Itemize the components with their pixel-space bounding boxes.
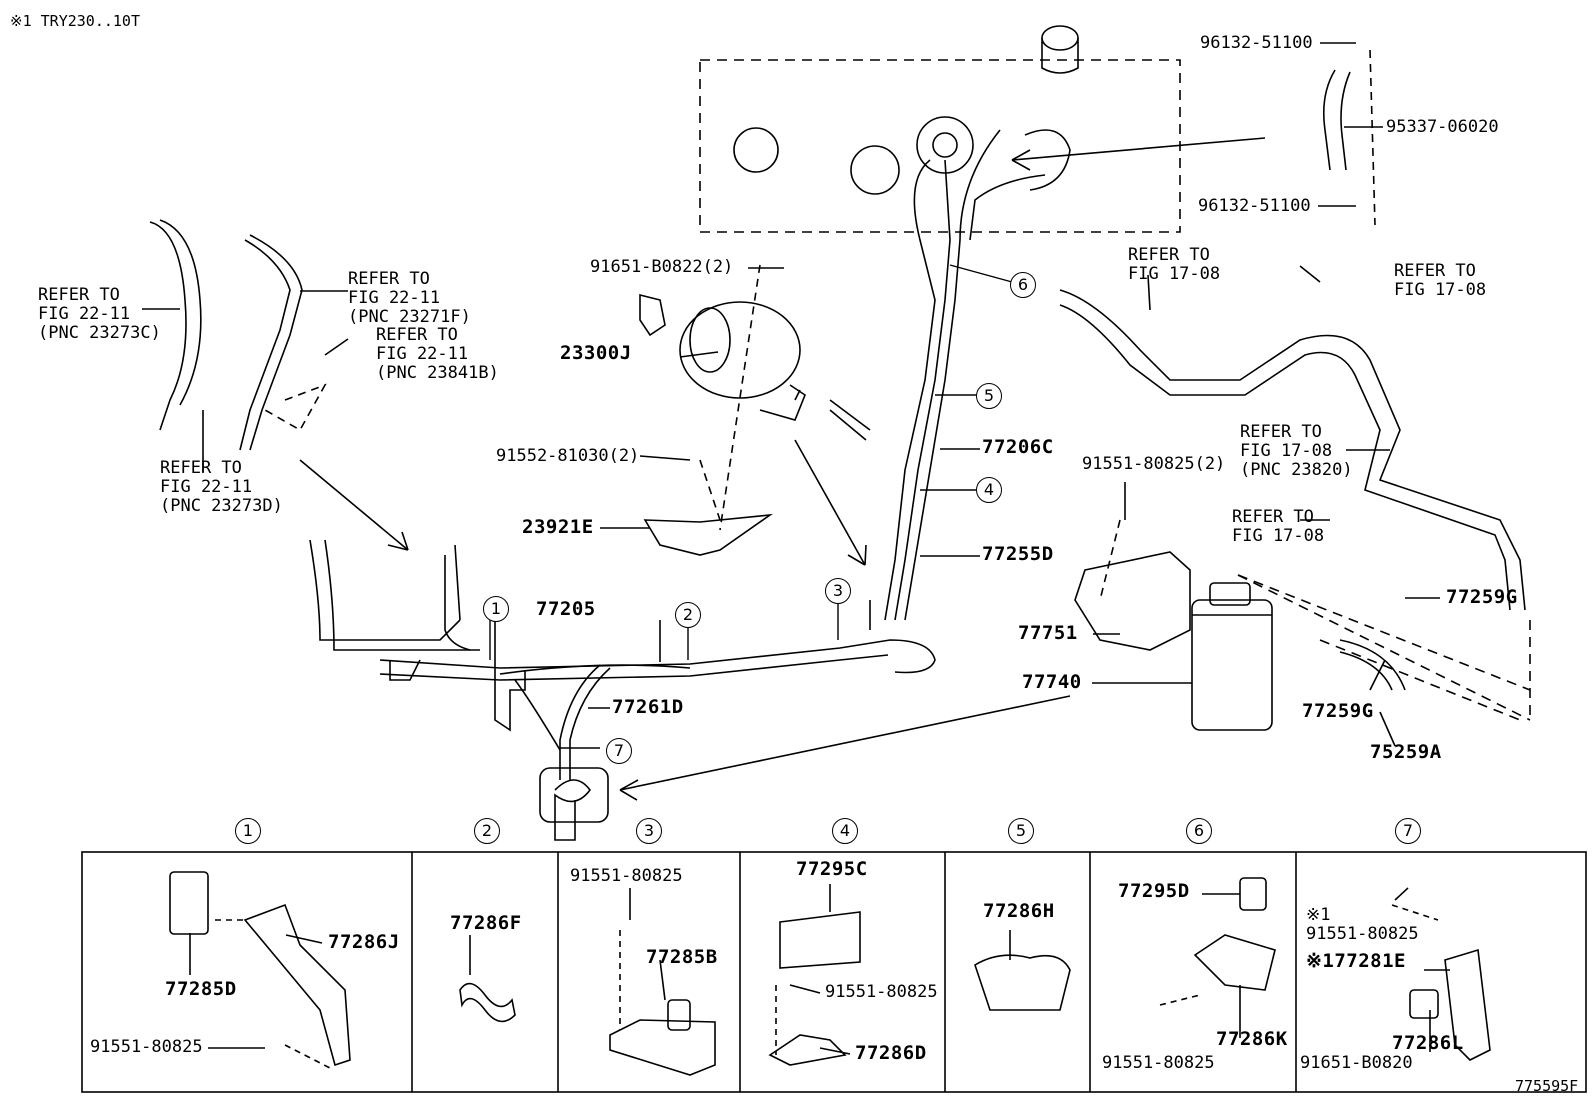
charcoal-canister (1191, 599, 1273, 731)
ref-fig-22-11-23273d[interactable]: REFER TO FIG 22-11 (PNC 23273D) (160, 458, 283, 516)
ref-fig-22-11-23841b[interactable]: REFER TO FIG 22-11 (PNC 23841B) (376, 325, 499, 383)
panel6-part-91551-80825[interactable]: 91551-80825 (1102, 1053, 1215, 1073)
ref-fig-17-08-c[interactable]: REFER TO FIG 17-08 (1232, 507, 1325, 546)
panel4-part-77286d[interactable]: 77286D (855, 1042, 927, 1064)
part-77255d[interactable]: 77255D (982, 543, 1054, 565)
panel3-part-91551-80825[interactable]: 91551-80825 (570, 866, 683, 886)
applicability-note: ※1 TRY230..10T (10, 12, 140, 30)
tank-port-center (850, 145, 900, 195)
part-91551-80825-2[interactable]: 91551-80825(2) (1082, 454, 1226, 474)
panel-6-number: 6 (1186, 818, 1212, 844)
part-23300j[interactable]: 23300J (560, 342, 632, 364)
part-96132-51100-mid[interactable]: 96132-51100 (1198, 196, 1311, 216)
part-75259a[interactable]: 75259A (1370, 741, 1442, 763)
callout-6[interactable]: 6 (1010, 272, 1036, 298)
panel-5-number: 5 (1008, 818, 1034, 844)
tank-port-left (733, 127, 779, 173)
panel7-part-77286l[interactable]: 77286L (1392, 1032, 1464, 1054)
callout-3[interactable]: 3 (825, 578, 851, 604)
ref-fig-17-08-a[interactable]: REFER TO FIG 17-08 (1128, 245, 1221, 284)
part-95337-06020[interactable]: 95337-06020 (1386, 117, 1499, 137)
panel-3-number: 3 (636, 818, 662, 844)
callout-1[interactable]: 1 (483, 596, 509, 622)
panel1-part-91551-80825[interactable]: 91551-80825 (90, 1037, 203, 1057)
illustration-code: 775595F (1515, 1077, 1579, 1095)
ref-fig-22-11-23271f[interactable]: REFER TO FIG 22-11 (PNC 23271F) (348, 269, 471, 327)
part-77259g-b[interactable]: 77259G (1302, 700, 1374, 722)
part-91552-81030[interactable]: 91552-81030(2) (496, 446, 640, 466)
panel2-part-77286f[interactable]: 77286F (450, 912, 522, 934)
panel-7-number: 7 (1395, 818, 1421, 844)
panel6-part-77295d[interactable]: 77295D (1118, 880, 1190, 902)
tank-arrow (1011, 137, 1266, 161)
ref-fig-22-11-23273c[interactable]: REFER TO FIG 22-11 (PNC 23273C) (38, 285, 161, 343)
panel-4-number: 4 (832, 818, 858, 844)
panel7-part-77281e[interactable]: ※177281E (1306, 950, 1406, 972)
tank-pump-mount (916, 116, 974, 174)
ref-fig-17-08-pnc-23820[interactable]: REFER TO FIG 17-08 (PNC 23820) (1240, 422, 1353, 480)
panel7-part-91651-b0820[interactable]: 91651-B0820 (1300, 1053, 1413, 1073)
detail-panels-frame (81, 851, 1587, 1093)
tank-cap (1041, 25, 1079, 51)
part-23921e[interactable]: 23921E (522, 516, 594, 538)
panel3-part-77285b[interactable]: 77285B (646, 946, 718, 968)
panel1-part-77286j[interactable]: 77286J (328, 931, 400, 953)
part-77206c[interactable]: 77206C (982, 436, 1054, 458)
panel7-part-91551-80825[interactable]: ※1 91551-80825 (1306, 905, 1419, 944)
panel-1-number: 1 (235, 818, 261, 844)
ref-fig-17-08-b[interactable]: REFER TO FIG 17-08 (1394, 261, 1487, 300)
part-96132-51100-top[interactable]: 96132-51100 (1200, 33, 1313, 53)
part-77751[interactable]: 77751 (1018, 622, 1078, 644)
callout-2[interactable]: 2 (675, 602, 701, 628)
callout-4[interactable]: 4 (976, 477, 1002, 503)
part-77740[interactable]: 77740 (1022, 671, 1082, 693)
vsv-valve (679, 301, 801, 399)
panel4-part-91551-80825[interactable]: 91551-80825 (825, 982, 938, 1002)
panel-2-number: 2 (474, 818, 500, 844)
callout-5[interactable]: 5 (976, 383, 1002, 409)
part-77261d[interactable]: 77261D (612, 696, 684, 718)
fuel-tank-outline (699, 59, 1181, 233)
panel5-part-77286h[interactable]: 77286H (983, 900, 1055, 922)
panel4-part-77295c[interactable]: 77295C (796, 858, 868, 880)
part-77205[interactable]: 77205 (536, 598, 596, 620)
part-91651-b0822[interactable]: 91651-B0822(2) (590, 257, 734, 277)
panel1-part-77285d[interactable]: 77285D (165, 978, 237, 1000)
callout-7[interactable]: 7 (606, 738, 632, 764)
panel6-part-77286k[interactable]: 77286K (1216, 1028, 1288, 1050)
part-77259g-a[interactable]: 77259G (1446, 586, 1518, 608)
